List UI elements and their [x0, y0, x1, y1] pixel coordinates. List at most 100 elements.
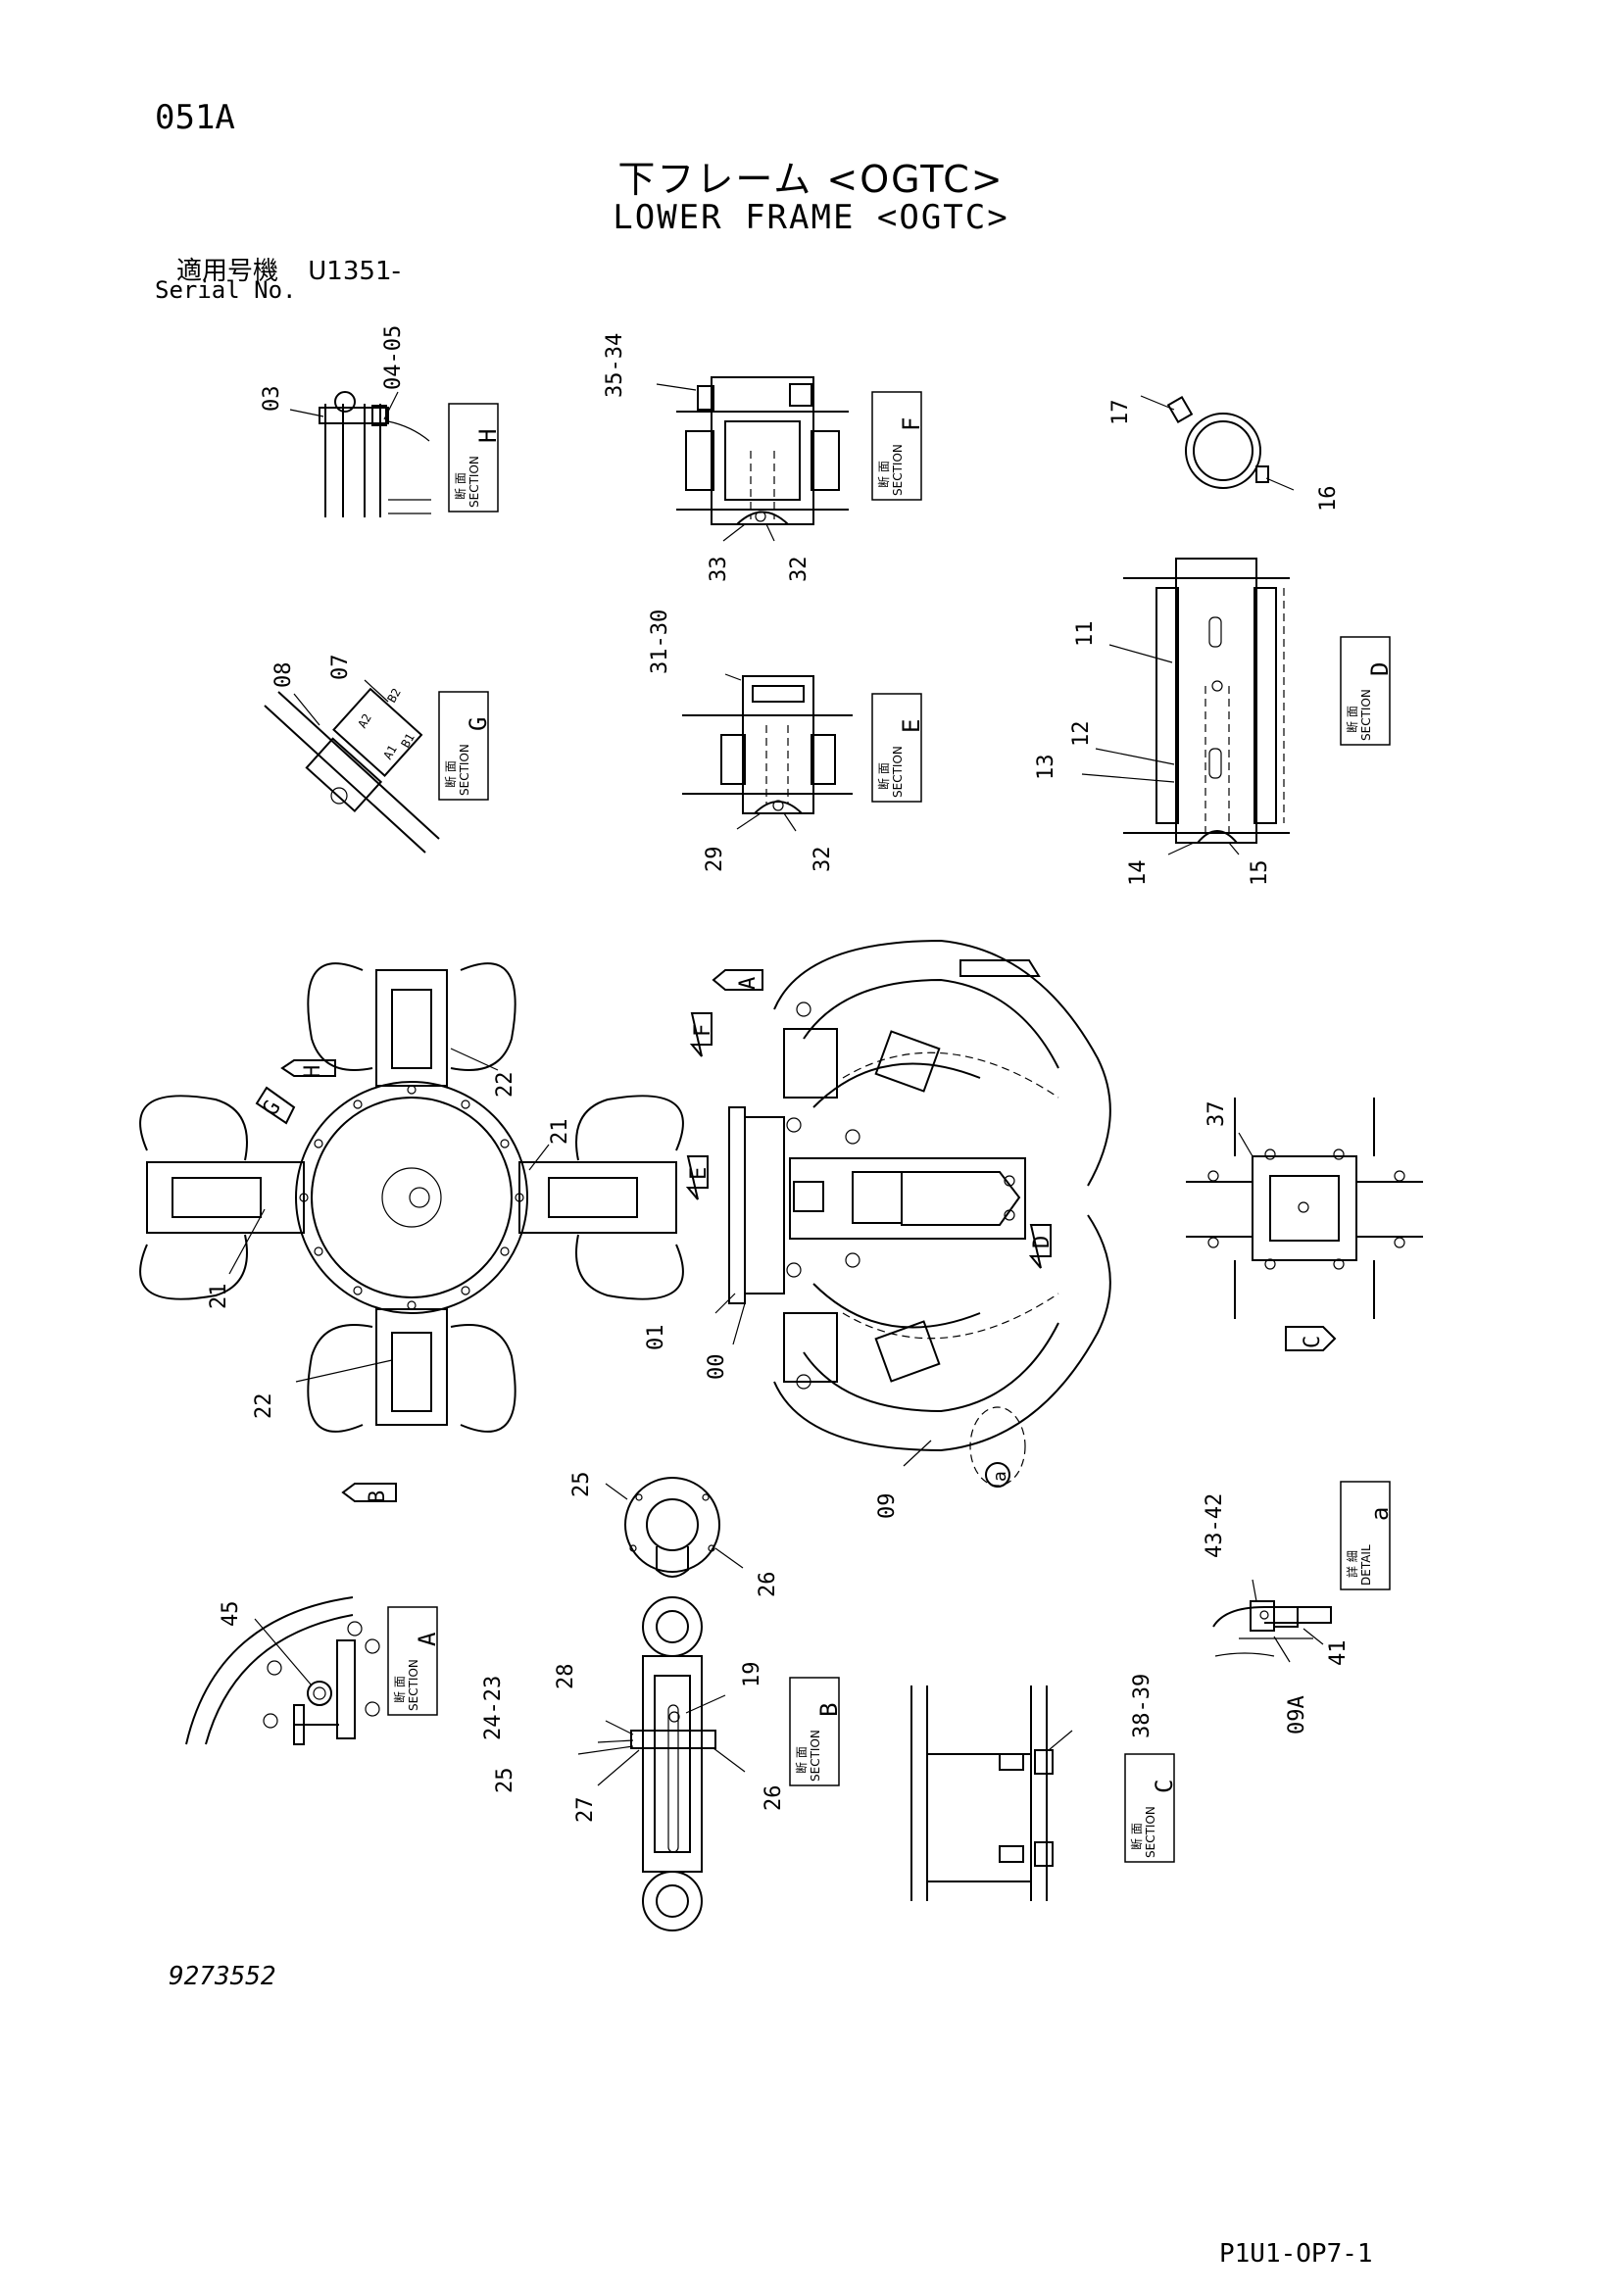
section-h-label: 断 面 SECTION H — [448, 403, 502, 513]
callout-24-23: 24-23 — [481, 1676, 506, 1740]
callout-11: 11 — [1073, 621, 1098, 648]
serial-label-japanese: 適用号機 U1351- — [176, 251, 401, 287]
callout-45: 45 — [219, 1601, 243, 1628]
view-arrow-d: D — [1028, 1224, 1055, 1269]
callout-28: 28 — [554, 1664, 578, 1690]
callout-35-34: 35-34 — [603, 333, 627, 398]
section-a-letter: A — [414, 1632, 441, 1646]
section-c-jp: 断 面 — [1129, 1823, 1144, 1850]
section-h-jp: 断 面 — [453, 472, 467, 500]
slew-ring-bolts — [299, 1085, 524, 1310]
callout-22-lower: 22 — [252, 1393, 276, 1420]
port-a1: A1 — [380, 743, 399, 762]
section-b-en: SECTION — [809, 1730, 822, 1782]
section-a-jp: 断 面 — [392, 1676, 407, 1703]
callout-26-lower: 26 — [762, 1785, 786, 1812]
view-arrow-b: B — [341, 1483, 397, 1503]
view-arrow-f: F — [689, 1012, 715, 1057]
callout-33: 33 — [707, 557, 731, 583]
flange-view — [605, 1477, 744, 1578]
page-title-japanese: 下フレーム <OGTC> — [617, 158, 1005, 201]
detail-a-letter: a — [1366, 1507, 1394, 1521]
view-arrow-a: A — [712, 969, 763, 991]
callout-25-lower: 25 — [493, 1768, 517, 1794]
view-arrow-e-letter: E — [687, 1167, 712, 1180]
page-code: 051A — [155, 98, 235, 137]
cross-bracket-view — [1186, 1098, 1423, 1319]
callout-37: 37 — [1204, 1101, 1229, 1128]
ring-assembly-view — [1140, 395, 1295, 491]
section-e-jp: 断 面 — [876, 762, 891, 790]
callout-09: 09 — [875, 1493, 900, 1520]
section-a-label: 断 面 SECTION A — [387, 1606, 441, 1716]
view-arrow-h-letter: H — [301, 1065, 325, 1078]
callout-43-42: 43-42 — [1203, 1493, 1227, 1558]
callout-17: 17 — [1108, 400, 1133, 426]
callout-12: 12 — [1069, 721, 1094, 748]
detail-a-marker: a — [985, 1462, 1010, 1488]
section-g-en: SECTION — [458, 744, 471, 796]
view-arrow-e: E — [685, 1155, 712, 1200]
serial-value: U1351- — [308, 257, 401, 286]
view-arrow-h: H — [280, 1059, 336, 1078]
section-d-view — [1081, 558, 1290, 855]
section-d-letter: D — [1366, 662, 1394, 676]
detail-a-label: 詳 細 DETAIL a — [1340, 1481, 1394, 1590]
callout-31-30: 31-30 — [648, 610, 672, 674]
callout-07: 07 — [328, 655, 353, 681]
section-c-view — [910, 1685, 1073, 1901]
section-c-letter: C — [1151, 1780, 1178, 1793]
section-g-jp: 断 面 — [443, 760, 458, 788]
callout-numbers: 03 04-05 35-34 33 32 17 16 08 07 31-30 2… — [207, 325, 1351, 1823]
callout-15: 15 — [1248, 860, 1272, 887]
detail-a-view — [1212, 1579, 1332, 1663]
view-arrow-g: G — [255, 1086, 296, 1125]
section-a-en: SECTION — [407, 1659, 420, 1711]
callout-25-upper: 25 — [569, 1472, 594, 1498]
section-d-en: SECTION — [1359, 689, 1373, 741]
section-h-letter: H — [474, 429, 502, 443]
callout-26-upper: 26 — [756, 1572, 780, 1598]
port-b2: B2 — [384, 686, 403, 706]
section-f-letter: F — [898, 417, 925, 431]
callout-21-right: 21 — [548, 1119, 572, 1146]
callout-16: 16 — [1316, 486, 1341, 513]
section-c-en: SECTION — [1144, 1806, 1157, 1858]
port-b1: B1 — [398, 731, 417, 751]
callout-41: 41 — [1326, 1640, 1351, 1667]
section-h-view — [289, 391, 431, 517]
callout-14: 14 — [1126, 860, 1151, 887]
section-g-letter: G — [465, 717, 492, 731]
callout-19: 19 — [740, 1662, 764, 1688]
detail-a-jp: 詳 細 — [1345, 1550, 1359, 1578]
callout-01: 01 — [644, 1325, 668, 1351]
section-d-jp: 断 面 — [1345, 706, 1359, 733]
section-e-view — [682, 673, 853, 832]
section-g-view: B2 A2 A1 B1 — [264, 679, 440, 854]
section-d-label: 断 面 SECTION D — [1340, 636, 1394, 746]
callout-32-lower: 32 — [811, 847, 835, 873]
section-f-view — [656, 376, 849, 542]
callout-04-05: 04-05 — [381, 325, 406, 390]
section-f-label: 断 面 SECTION F — [871, 391, 925, 501]
port-a2: A2 — [355, 711, 373, 731]
serial-label-jp-text: 適用号機 — [176, 257, 279, 286]
section-f-en: SECTION — [891, 444, 905, 496]
document-number: 9273552 — [169, 1962, 276, 1991]
view-arrow-f-letter: F — [691, 1024, 715, 1037]
section-a-view — [185, 1596, 380, 1745]
view-arrow-a-letter: A — [736, 977, 761, 990]
section-b-label: 断 面 SECTION B — [789, 1677, 843, 1786]
detail-a-en: DETAIL — [1359, 1544, 1373, 1586]
callout-00: 00 — [705, 1354, 729, 1381]
grapple-view — [714, 939, 1111, 1487]
view-arrow-b-letter: B — [366, 1490, 390, 1503]
section-f-jp: 断 面 — [876, 461, 891, 488]
section-c-label: 断 面 SECTION C — [1124, 1753, 1178, 1863]
view-arrow-c: C — [1285, 1326, 1337, 1351]
callout-21-left: 21 — [207, 1284, 231, 1310]
sheet-reference: P1U1-OP7-1 — [1219, 2239, 1373, 2269]
callout-29: 29 — [703, 847, 727, 873]
section-b-jp: 断 面 — [794, 1746, 809, 1774]
